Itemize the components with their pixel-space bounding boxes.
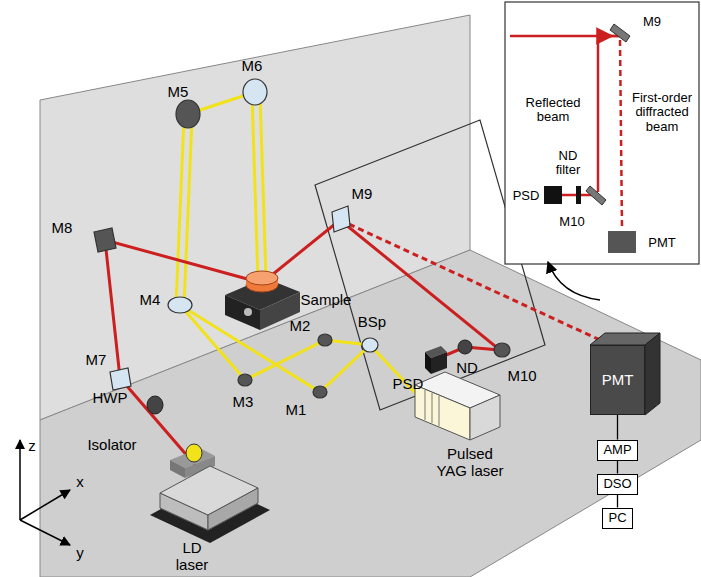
part-label: PMT [648, 236, 675, 250]
signal-cable [617, 415, 618, 440]
part-label: HWP [93, 390, 128, 407]
detector-box: PMT [590, 345, 645, 415]
table-floor [40, 250, 701, 577]
yag-laser [415, 372, 500, 440]
half-wave-plate [147, 396, 163, 414]
part-label: M5 [168, 84, 189, 101]
part-label: y [76, 545, 84, 562]
ld-laser [150, 466, 270, 543]
psd-detector [425, 346, 447, 374]
inset-drawing [510, 24, 636, 253]
flat-mirror [94, 206, 510, 390]
part-label: Reflected beam [521, 96, 585, 125]
part-label: M7 [86, 352, 107, 369]
part-label: M9 [352, 186, 373, 203]
yag-beam [176, 92, 420, 398]
part-label: Isolator [87, 437, 136, 454]
signal-cable [617, 495, 618, 508]
part-label: M1 [286, 402, 307, 419]
node-text: AMP [603, 443, 631, 457]
signal-cable [617, 461, 618, 474]
part-label: x [76, 474, 84, 491]
axes [20, 440, 70, 545]
instrument-box: AMP [597, 440, 638, 461]
part-label: ND filter [546, 149, 590, 178]
instrument-box: PC [602, 508, 633, 529]
part-label: BSp [358, 314, 386, 331]
part-label: First-order diffracted beam [627, 91, 697, 134]
node-text: PC [608, 511, 626, 525]
mirror [168, 79, 378, 398]
part-label: LD laser [170, 540, 214, 573]
part-label: M8 [52, 220, 73, 237]
part-label: PSD [393, 376, 424, 393]
part-label: M9 [643, 15, 661, 29]
instrument-box: DSO [597, 474, 638, 495]
part-label: Sample [301, 292, 352, 309]
part-label: z [28, 438, 36, 455]
part-label: ND [456, 360, 478, 377]
nd-filter [458, 340, 472, 354]
pmt-housing [590, 333, 660, 415]
part-label: PSD [513, 189, 540, 203]
node-text: PMT [602, 372, 634, 389]
inset-pointer [548, 262, 600, 300]
part-label: M2 [290, 318, 311, 335]
node-text: DSO [603, 477, 631, 491]
part-label: M4 [140, 292, 161, 309]
part-label: M10 [559, 215, 584, 229]
inset-frame [505, 2, 699, 264]
part-label: M10 [507, 368, 536, 385]
part-label: M6 [242, 58, 263, 75]
ld-beam [105, 220, 500, 488]
sample-stage [225, 271, 300, 330]
part-label: M3 [233, 394, 254, 411]
part-label: Pulsed YAG laser [431, 446, 509, 479]
